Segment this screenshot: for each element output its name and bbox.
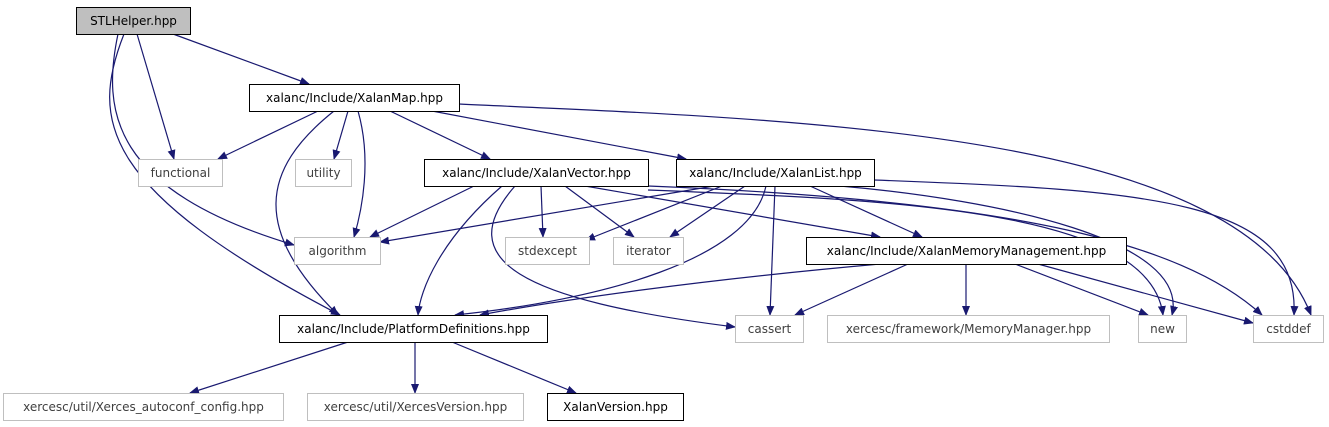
node-box xyxy=(424,159,649,187)
edge-xalanmap-to-functional xyxy=(217,110,319,160)
node-label: STLHelper.hpp xyxy=(90,14,177,28)
node-label: stdexcept xyxy=(518,244,577,258)
node-box xyxy=(827,315,1110,343)
node-xautoconf: xercesc/util/Xerces_autoconf_config.hpp xyxy=(3,393,284,421)
node-box xyxy=(505,237,590,265)
node-box xyxy=(735,315,804,343)
edge-xalanmap-to-xalanvector xyxy=(389,110,491,160)
edge-xalanmap-to-algorithm xyxy=(352,110,366,238)
edge-xalanvector-to-algorithm xyxy=(369,185,475,238)
edge-xalanvector-to-cassert xyxy=(491,185,736,330)
node-label: xalanc/Include/XalanMap.hpp xyxy=(266,91,443,105)
node-label: utility xyxy=(306,166,340,180)
node-iterator: iterator xyxy=(613,237,684,265)
edge-xalanvector-to-iterator xyxy=(564,185,635,238)
node-xalanversion[interactable]: XalanVersion.hpp xyxy=(547,393,684,421)
edge-xalanmap-to-utility xyxy=(332,110,349,160)
node-xalanlist[interactable]: xalanc/Include/XalanList.hpp xyxy=(676,159,875,187)
edge-xalanlist-to-iterator xyxy=(669,185,746,238)
edge-xalanlist-to-cassert xyxy=(766,185,776,316)
node-label: xercesc/util/XercesVersion.hpp xyxy=(324,400,507,414)
node-stdexcept: stdexcept xyxy=(505,237,590,265)
edge-stlhelper-to-functional xyxy=(136,33,176,160)
node-algorithm: algorithm xyxy=(294,237,381,265)
node-utility: utility xyxy=(295,159,352,187)
node-label: algorithm xyxy=(309,244,367,258)
node-box xyxy=(307,393,524,421)
edges-layer xyxy=(109,33,1312,395)
node-label: xalanc/Include/PlatformDefinitions.hpp xyxy=(297,322,530,336)
edge-xalanvector-to-platformdefs xyxy=(414,185,503,316)
node-box xyxy=(547,393,684,421)
node-label: XalanVersion.hpp xyxy=(563,400,668,414)
node-label: xalanc/Include/XalanMemoryManagement.hpp xyxy=(827,244,1107,258)
edge-xalanvector-to-memmgmt xyxy=(584,185,881,240)
node-cassert: cassert xyxy=(735,315,804,343)
node-box xyxy=(1253,315,1324,343)
node-platformdefs[interactable]: xalanc/Include/PlatformDefinitions.hpp xyxy=(279,315,548,343)
node-xalanmap[interactable]: xalanc/Include/XalanMap.hpp xyxy=(249,84,460,112)
node-label: iterator xyxy=(626,244,671,258)
edge-stlhelper-to-platformdefs xyxy=(109,33,341,316)
node-xalanvector[interactable]: xalanc/Include/XalanVector.hpp xyxy=(424,159,649,187)
node-label: functional xyxy=(151,166,211,180)
edge-memmgmt-to-new xyxy=(1014,263,1149,316)
edge-xalanvector-to-stdexcept xyxy=(538,185,547,238)
edge-xalanlist-to-memmgmt xyxy=(809,185,923,238)
edge-xalanvector-to-new xyxy=(647,189,1166,316)
edge-xalanvector-to-cstddef xyxy=(647,185,1263,316)
node-box xyxy=(279,315,548,343)
node-box xyxy=(138,159,223,187)
node-box xyxy=(3,393,284,421)
edge-xalanlist-to-stdexcept xyxy=(585,185,723,241)
node-label: new xyxy=(1150,322,1175,336)
edge-memmgmt-to-cstddef xyxy=(1037,263,1254,325)
edge-memmgmt-to-platformdefs xyxy=(479,263,881,318)
edge-stlhelper-to-algorithm xyxy=(111,33,295,247)
node-label: xercesc/util/Xerces_autoconf_config.hpp xyxy=(23,400,264,414)
node-box xyxy=(1138,315,1187,343)
node-new: new xyxy=(1138,315,1187,343)
node-memmanager: xercesc/framework/MemoryManager.hpp xyxy=(827,315,1110,343)
node-label: cassert xyxy=(748,322,792,336)
node-label: xalanc/Include/XalanVector.hpp xyxy=(442,166,631,180)
node-cstddef: cstddef xyxy=(1253,315,1324,343)
edge-xalanmap-to-xalanlist xyxy=(431,110,687,162)
edge-xalanmap-to-cstddef xyxy=(458,103,1312,316)
edge-platformdefs-to-xautoconf xyxy=(189,341,349,395)
node-box xyxy=(76,7,191,35)
edge-xalanlist-to-algorithm xyxy=(379,185,715,245)
node-box xyxy=(249,84,460,112)
node-box xyxy=(806,237,1127,265)
node-label: cstddef xyxy=(1266,322,1311,336)
edge-platformdefs-to-xalanversion xyxy=(451,341,577,394)
node-box xyxy=(295,159,352,187)
node-functional: functional xyxy=(138,159,223,187)
node-label: xercesc/framework/MemoryManager.hpp xyxy=(846,322,1091,336)
node-box xyxy=(294,237,381,265)
edge-xalanmap-to-platformdefs xyxy=(275,110,339,316)
edge-memmgmt-to-cassert xyxy=(794,263,909,316)
edge-xalanlist-to-new xyxy=(839,185,1178,316)
node-stlhelper[interactable]: STLHelper.hpp xyxy=(76,7,191,35)
node-label: xalanc/Include/XalanList.hpp xyxy=(689,166,862,180)
nodes-layer: STLHelper.hpp xalanc/Include/XalanMap.hpp… xyxy=(3,7,1324,421)
edge-stlhelper-to-xalanmap xyxy=(172,33,310,85)
edge-xalanlist-to-cstddef xyxy=(873,179,1299,316)
node-memmgmt[interactable]: xalanc/Include/XalanMemoryManagement.hpp xyxy=(806,237,1127,265)
node-box xyxy=(613,237,684,265)
edge-xalanlist-to-platformdefs xyxy=(454,185,767,319)
node-xversion: xercesc/util/XercesVersion.hpp xyxy=(307,393,524,421)
node-box xyxy=(676,159,875,187)
